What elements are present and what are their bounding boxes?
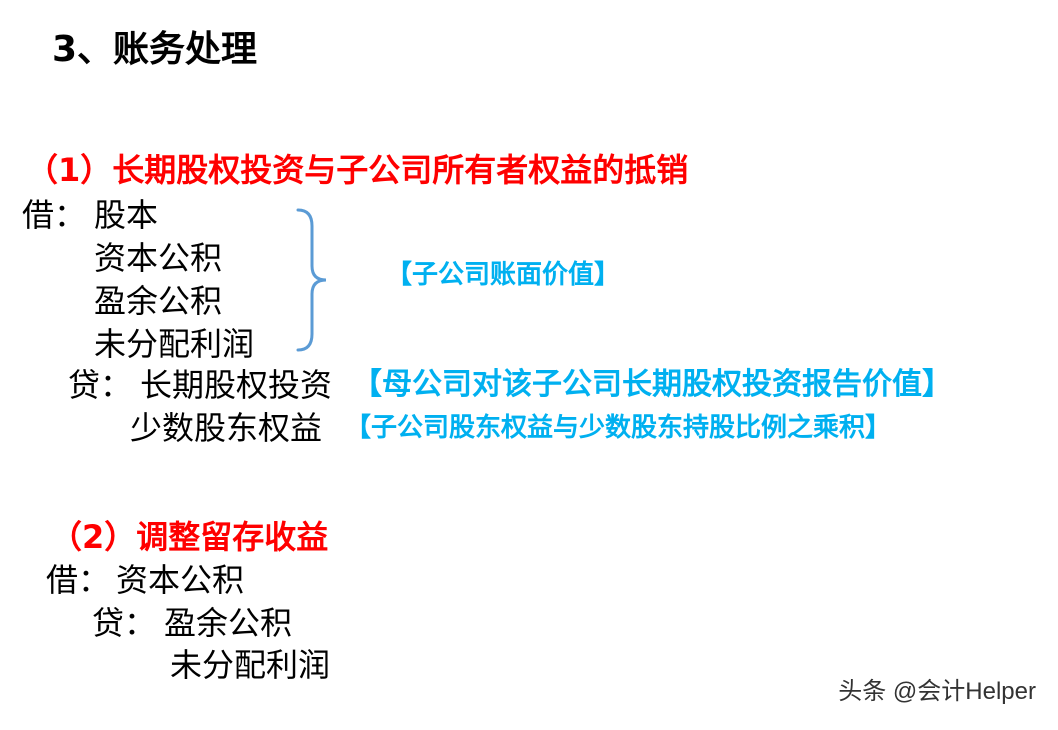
section1-debit-item-4: 未分配利润	[94, 325, 255, 363]
section1-credit-note-2: 【子公司股东权益与少数股东持股比例之乘积】	[345, 413, 892, 443]
book-value-note: 【子公司账面价值】	[386, 260, 621, 290]
section1-credit-account-1: 长期股权投资	[140, 366, 333, 404]
watermark: 头条 @会计Helper	[838, 678, 1036, 705]
section2-credit-item-2: 未分配利润	[170, 646, 331, 684]
curly-brace-icon	[296, 208, 327, 352]
section1-debit-item-2: 资本公积	[94, 239, 223, 277]
section2-heading: （2）调整留存收益	[50, 518, 329, 556]
section1-debit-item-1: 股本	[94, 196, 159, 234]
section1-credit-note-1: 【母公司对该子公司长期股权投资报告价值】	[352, 367, 952, 402]
section2-credit-item-1: 盈余公积	[164, 604, 293, 642]
section1-debit-item-3: 盈余公积	[94, 282, 223, 320]
section1-credit-label: 贷：	[68, 366, 133, 404]
section2-credit-label: 贷：	[92, 604, 157, 642]
page-title: 3、账务处理	[52, 29, 258, 70]
section1-credit-account-2: 少数股东权益	[130, 409, 323, 447]
section2-debit-label: 借：	[46, 561, 111, 599]
section1-debit-label: 借：	[22, 196, 87, 234]
section2-debit-item: 资本公积	[116, 561, 245, 599]
section1-heading: （1）长期股权投资与子公司所有者权益的抵销	[26, 151, 689, 189]
